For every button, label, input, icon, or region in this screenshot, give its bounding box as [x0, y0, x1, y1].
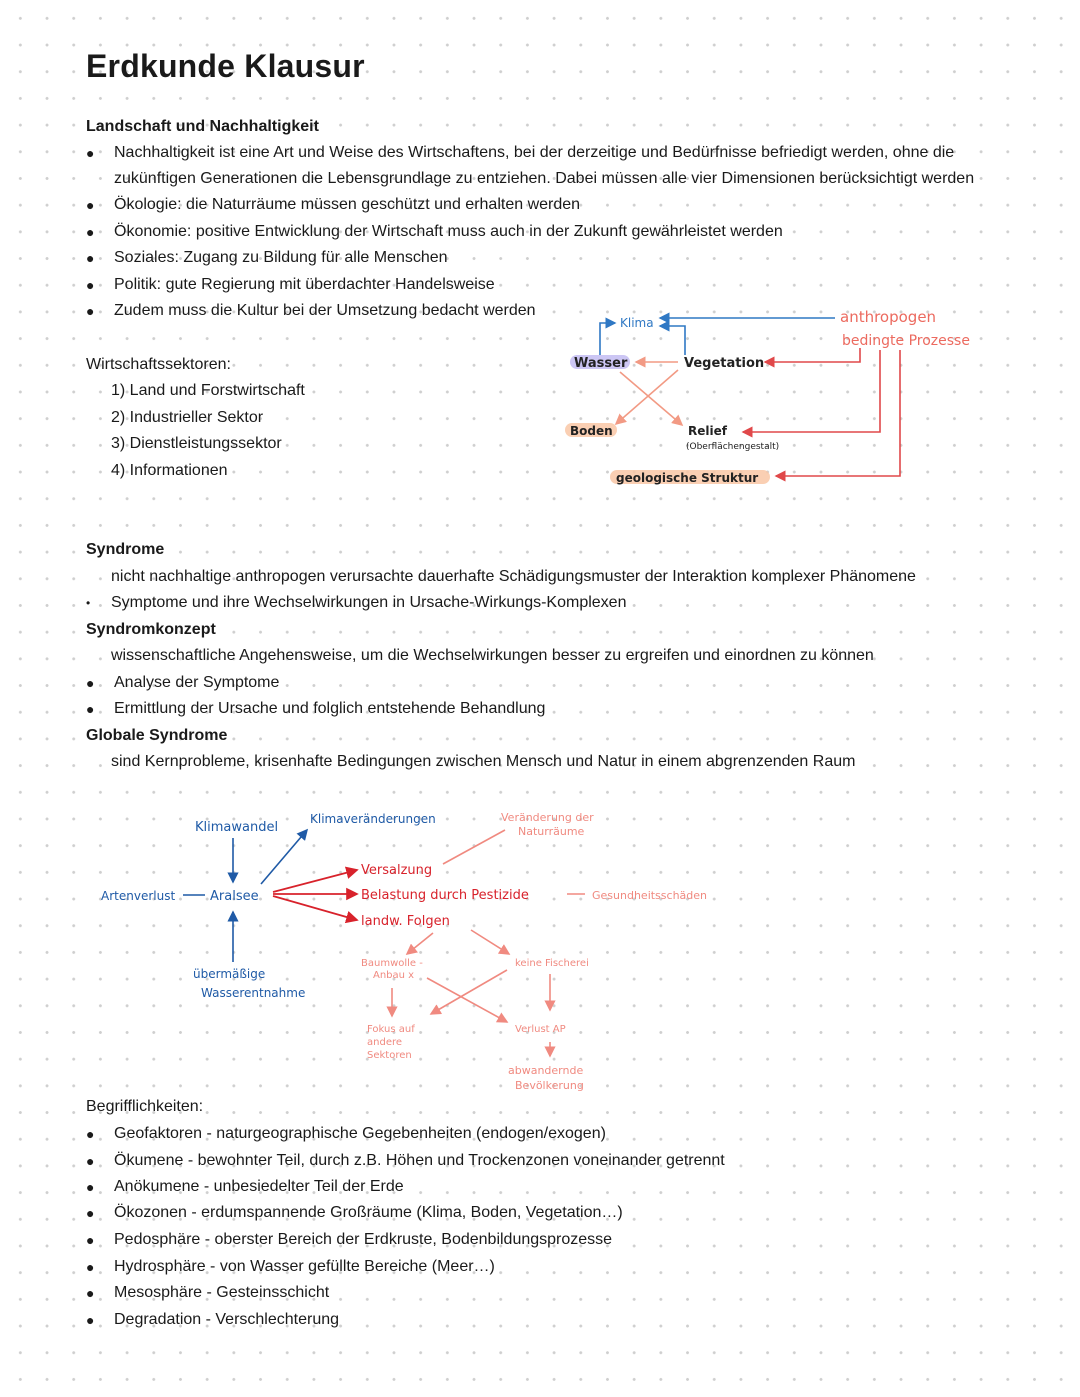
- landw-arrow: [272, 895, 359, 924]
- syndromkonzept-heading: Syndromkonzept: [86, 621, 216, 638]
- geofactor-diagram: Klima anthropogen bedingte Prozesse Wass…: [565, 308, 970, 485]
- bullet-icon: ●: [86, 675, 95, 691]
- anthropogen-arrow: [741, 350, 881, 438]
- globale-syndrome-heading: Globale Syndrome: [86, 727, 228, 744]
- aralsee-diagram: Klimawandel Klimaveränderungen Veränderu…: [101, 811, 707, 1092]
- bullet-icon: ●: [86, 1232, 95, 1248]
- bullet-icon: ●: [86, 701, 95, 717]
- list-item: Ökologie: die Naturräume müssen geschütz…: [114, 196, 581, 213]
- artenverlust-label: Artenverlust: [101, 889, 175, 903]
- andere-label: andere: [367, 1037, 402, 1048]
- syndrome-heading: Syndrome: [86, 541, 165, 558]
- anbau-label: Anbau x: [373, 970, 414, 981]
- aralsee-label: Aralsee: [210, 889, 259, 904]
- term-item: Degradation - Verschlechterung: [114, 1311, 340, 1328]
- klima-label: Klima: [620, 316, 654, 330]
- anthropogen-label: anthropogen: [840, 308, 936, 326]
- klima-arrow: [599, 317, 617, 355]
- wasserentnahme-label: Wasserentnahme: [201, 986, 305, 1000]
- list-item: Analyse der Symptome: [114, 674, 280, 691]
- sector-item: 4) Informationen: [111, 462, 228, 479]
- term-item: Mesosphäre - Gesteinsschicht: [114, 1284, 330, 1301]
- list-item: Zudem muss die Kultur bei der Umsetzung …: [114, 302, 536, 319]
- sektoren-label: Sektoren: [367, 1050, 412, 1061]
- sector-item: 3) Dienstleistungssektor: [111, 435, 282, 452]
- anthropogen-arrow: [763, 348, 861, 368]
- term-item: Ökumene - bewohnter Teil, durch z.B. Höh…: [114, 1152, 725, 1169]
- baumwolle-label: Baumwolle -: [361, 958, 423, 969]
- list-item: Soziales: Zugang zu Bildung für alle Men…: [114, 249, 448, 266]
- bullet-icon: ●: [86, 1179, 95, 1195]
- list-item: Nachhaltigkeit ist eine Art und Weise de…: [114, 144, 955, 161]
- page-title: Erdkunde Klausur: [86, 48, 365, 84]
- verlust-label: Verlust AP: [515, 1024, 566, 1035]
- oberflaeche-label: (Oberflächengestalt): [686, 442, 779, 452]
- syndrome-point: Symptome und ihre Wechselwirkungen in Ur…: [111, 594, 627, 611]
- bedingte-label: bedingte Prozesse: [842, 333, 970, 349]
- term-item: Hydrosphäre - von Wasser gefüllte Bereic…: [114, 1258, 495, 1275]
- geologische-label: geologische Struktur: [616, 471, 758, 485]
- list-item-continuation: zukünftigen Generationen die Lebensgrund…: [114, 170, 975, 187]
- bullet-icon: ●: [86, 145, 95, 161]
- globale-syndrome-definition: sind Kernprobleme, krisenhafte Bedingung…: [111, 753, 856, 770]
- syndrome-definition: nicht nachhaltige anthropogen verursacht…: [111, 568, 916, 585]
- bevoelkerung-label: Bevölkerung: [515, 1079, 584, 1092]
- vegetation-label: Vegetation: [684, 356, 764, 371]
- naturraeume-label: Naturräume: [518, 825, 585, 838]
- veraenderung-label: Veränderung der: [501, 811, 594, 824]
- abwandernde-label: abwandernde: [508, 1064, 583, 1077]
- uebermaessige-label: übermäßige: [193, 967, 265, 981]
- term-item: Anökumene - unbesiedelter Teil der Erde: [114, 1178, 404, 1195]
- list-item: Ökonomie: positive Entwicklung der Wirts…: [114, 223, 783, 240]
- klimaveraenderungen-arrow: [260, 828, 309, 885]
- sector-item: 2) Industrieller Sektor: [111, 409, 264, 426]
- boden-label: Boden: [570, 424, 613, 438]
- small-bullet-icon: •: [86, 596, 91, 610]
- klimawandel-label: Klimawandel: [195, 820, 278, 835]
- bullet-icon: ●: [86, 1153, 95, 1169]
- boden-highlight: [565, 423, 617, 437]
- cross-arrow: [614, 369, 679, 426]
- cross-arrow: [426, 977, 509, 1023]
- anthropogen-arrow: [774, 350, 901, 482]
- bullet-icon: ●: [86, 1126, 95, 1142]
- keine-fischerei-label: keine Fischerei: [515, 958, 589, 969]
- bullet-icon: ●: [86, 1312, 95, 1328]
- naturraeume-connector: [442, 829, 506, 865]
- cross-arrow: [619, 371, 684, 427]
- bullet-icon: ●: [86, 1285, 95, 1301]
- baumwolle-arrow: [405, 932, 434, 956]
- relief-label: Relief: [688, 424, 728, 438]
- bullet-icon: ●: [86, 197, 95, 213]
- landw-label: landw. Folgen: [361, 914, 450, 929]
- bullet-icon: ●: [86, 1205, 95, 1221]
- versalzung-arrow: [272, 866, 359, 893]
- bullet-icon: ●: [86, 277, 95, 293]
- sector-item: 1) Land und Forstwirtschaft: [111, 382, 305, 399]
- bullet-icon: ●: [86, 303, 95, 319]
- geologische-highlight: [610, 470, 770, 484]
- term-item: Geofaktoren - naturgeographische Gegeben…: [114, 1125, 606, 1142]
- sectors-heading: Wirtschaftssektoren:: [86, 356, 231, 373]
- list-item: Politik: gute Regierung mit überdachter …: [114, 276, 495, 293]
- klimaveraenderungen-label: Klimaveränderungen: [310, 812, 436, 826]
- wasser-label: Wasser: [574, 356, 628, 371]
- bullet-icon: ●: [86, 1259, 95, 1275]
- klima-arrow: [658, 320, 686, 355]
- belastung-label: Belastung durch Pestizide: [361, 888, 529, 903]
- fokus-label: Fokus auf: [367, 1024, 415, 1035]
- cross-arrow: [429, 969, 508, 1015]
- section-heading-landschaft: Landschaft und Nachhaltigkeit: [86, 118, 319, 135]
- syndromkonzept-definition: wissenschaftliche Angehensweise, um die …: [111, 647, 874, 664]
- fischerei-arrow: [470, 929, 511, 955]
- terms-heading: Begrifflichkeiten:: [86, 1098, 204, 1115]
- wasser-highlight: [570, 355, 630, 369]
- gesundheit-label: Gesundheitsschäden: [592, 889, 707, 902]
- versalzung-label: Versalzung: [361, 863, 432, 878]
- term-item: Ökozonen - erdumspannende Großräume (Kli…: [114, 1204, 623, 1221]
- list-item: Ermittlung der Ursache und folglich ents…: [114, 700, 546, 717]
- term-item: Pedosphäre - oberster Bereich der Erdkru…: [114, 1231, 613, 1248]
- bullet-icon: ●: [86, 250, 95, 266]
- bullet-icon: ●: [86, 224, 95, 240]
